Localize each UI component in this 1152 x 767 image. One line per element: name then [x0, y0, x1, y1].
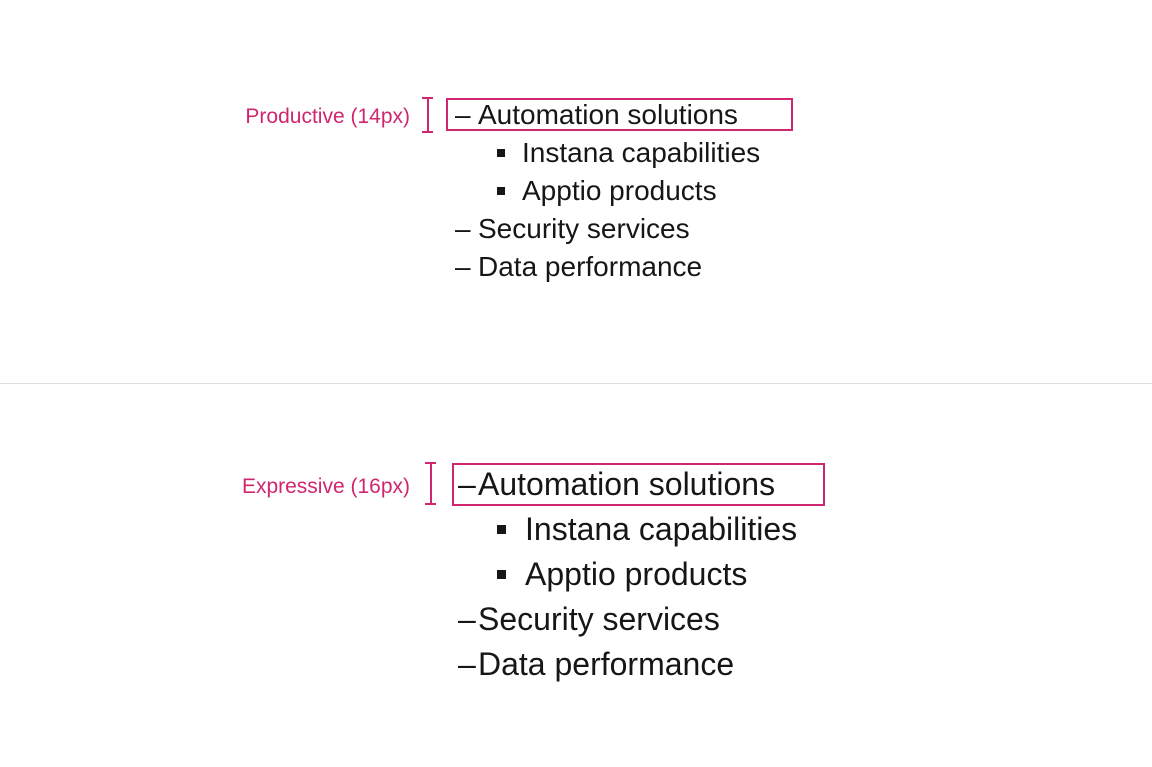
list-item-text: Apptio products: [522, 175, 717, 206]
line-height-ibeam-icon: [422, 97, 433, 133]
list-item-text: Apptio products: [525, 556, 748, 592]
list-item: Instana capabilities: [446, 134, 760, 172]
list-item: Apptio products: [446, 172, 760, 210]
expressive-size-label: Expressive (16px): [241, 475, 410, 498]
list-item-highlight-box: [452, 463, 825, 506]
list-item-text: Instana capabilities: [522, 137, 761, 168]
list-item: – Automation solutions: [452, 462, 797, 507]
list-item-text: Automation solutions: [478, 466, 776, 502]
dash-bullet: –: [458, 646, 476, 682]
ibeam-stem: [426, 99, 429, 131]
square-bullet: [497, 187, 505, 195]
list-item: – Data performance: [452, 642, 797, 687]
list-item-text: Instana capabilities: [525, 511, 798, 547]
line-height-ibeam-icon: [425, 462, 436, 505]
list-item: Instana capabilities: [452, 507, 797, 552]
dash-bullet: –: [458, 601, 476, 637]
list-item-text: Automation solutions: [478, 99, 738, 130]
dash-bullet: –: [455, 99, 471, 130]
list-item-highlight-box: [446, 98, 793, 131]
list-item: – Security services: [446, 210, 760, 248]
dash-bullet: –: [455, 251, 471, 282]
list-item-text: Data performance: [478, 251, 703, 282]
list-item: Apptio products: [452, 552, 797, 597]
dash-bullet: –: [458, 466, 476, 502]
square-bullet: [497, 149, 505, 157]
expressive-unordered-list: – Automation solutions Instana capabilit…: [452, 462, 797, 687]
list-item-text: Security services: [478, 213, 690, 244]
ibeam-stem: [429, 464, 432, 503]
list-item: – Data performance: [446, 248, 760, 286]
square-bullet: [497, 570, 506, 579]
list-item: – Security services: [452, 597, 797, 642]
list-item: – Automation solutions: [446, 96, 760, 134]
dash-bullet: –: [455, 213, 471, 244]
list-item-text: Data performance: [478, 646, 735, 682]
productive-unordered-list: – Automation solutions Instana capabilit…: [446, 96, 760, 286]
section-divider: [0, 383, 1152, 384]
list-item-text: Security services: [478, 601, 720, 637]
square-bullet: [497, 525, 506, 534]
productive-size-label: Productive (14px): [245, 105, 410, 128]
